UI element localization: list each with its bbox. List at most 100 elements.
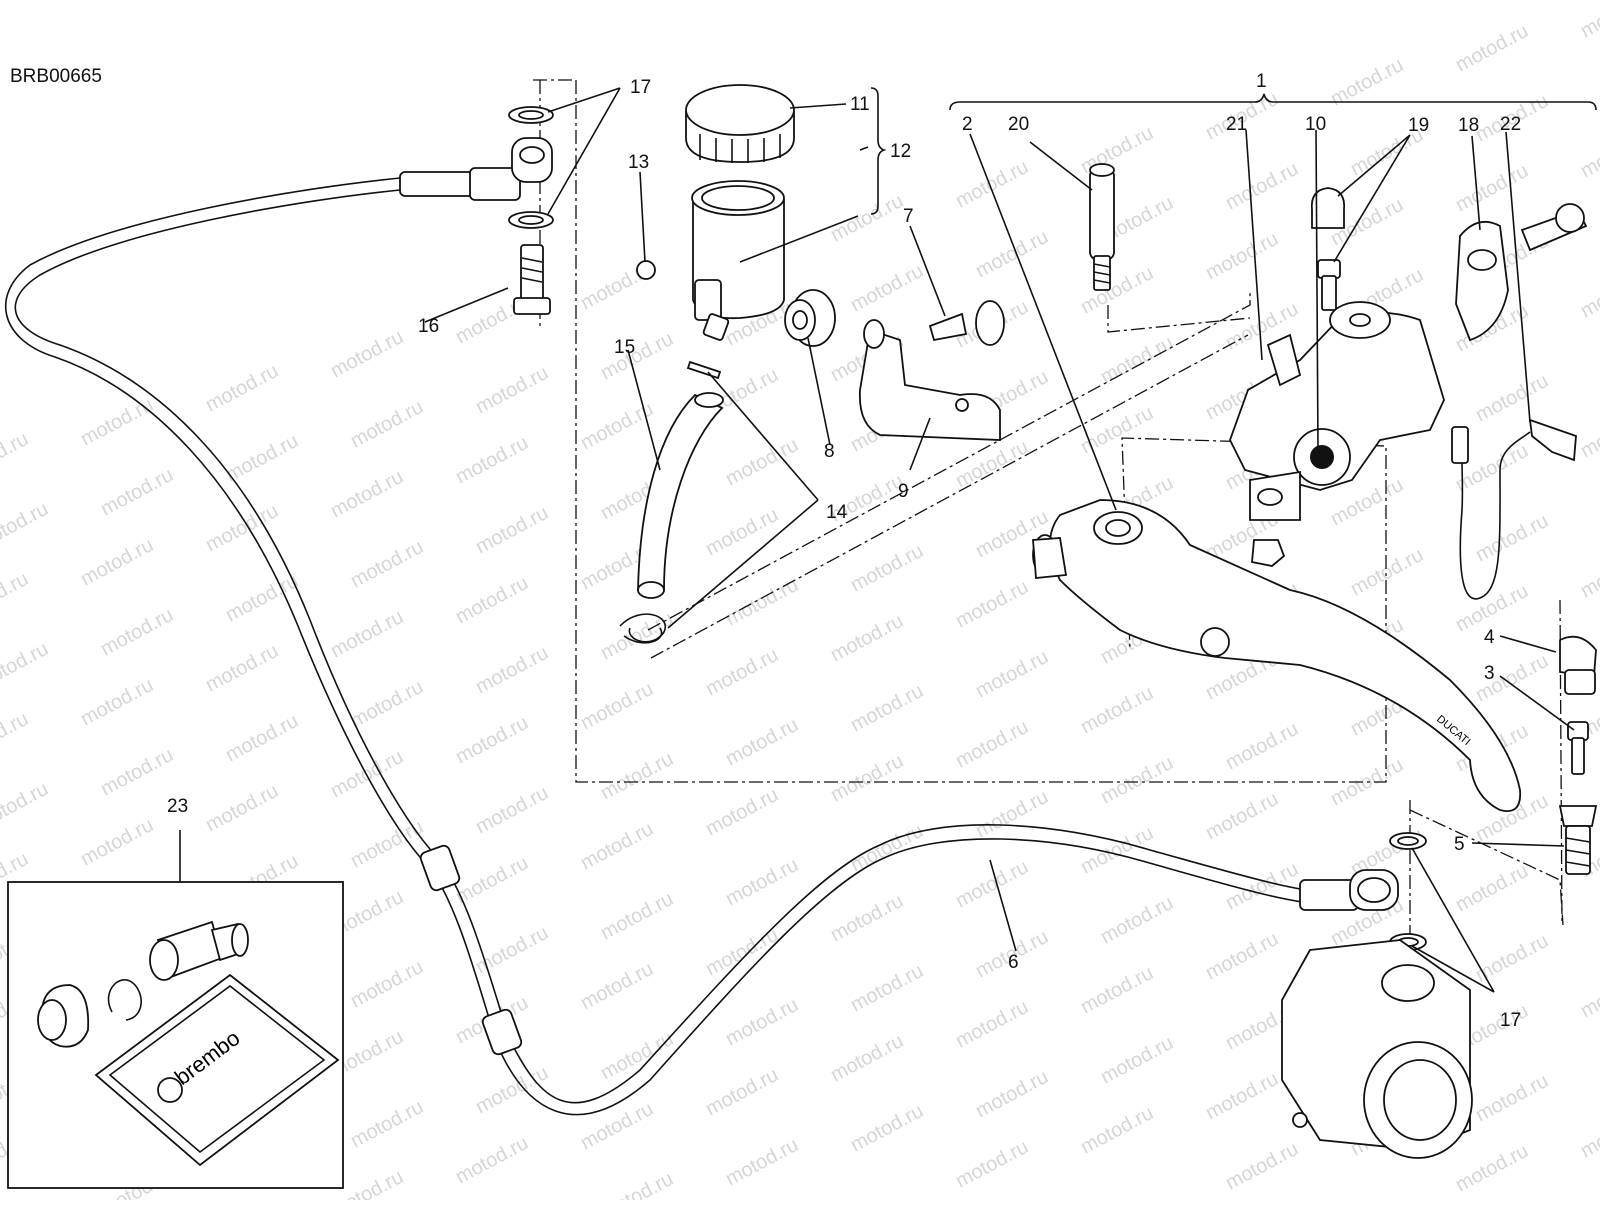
clutch-lever-2: DUCATI — [1032, 499, 1522, 812]
callout-22: 22 — [1500, 114, 1521, 135]
watermark-text: motod.ru — [1202, 928, 1282, 984]
repair-kit-box-23: brembo — [7, 881, 344, 1189]
watermark-text: motod.ru — [827, 890, 907, 946]
watermark-text: motod.ru — [0, 778, 52, 834]
watermark-text: motod.ru — [0, 428, 32, 484]
watermark-text: motod.ru — [597, 888, 677, 944]
watermark-text: motod.ru — [1222, 1138, 1302, 1194]
watermark-text: motod.ru — [722, 854, 802, 910]
watermark-text: motod.ru — [1077, 402, 1157, 458]
watermark-text: motod.ru — [577, 818, 657, 874]
watermark-text: motod.ru — [847, 820, 927, 876]
watermark-text: motod.ru — [347, 1096, 427, 1152]
watermark-text: motod.ru — [77, 394, 157, 450]
callout-2: 2 — [962, 114, 973, 135]
watermark-text: motod.ru — [1077, 262, 1157, 318]
watermark-text: motod.ru — [1472, 930, 1552, 986]
watermark-text: motod.ru — [597, 608, 677, 664]
watermark-text: motod.ru — [952, 156, 1032, 212]
watermark-text: motod.ru — [1472, 1070, 1552, 1126]
watermark-text: motod.ru — [1077, 962, 1157, 1018]
watermark-text: motod.ru — [952, 1136, 1032, 1192]
callout-13: 13 — [628, 152, 649, 173]
watermark-text: motod.ru — [347, 816, 427, 872]
watermark-text: motod.ru — [472, 1062, 552, 1118]
watermark-text: motod.ru — [702, 1064, 782, 1120]
watermark-text: motod.ru — [472, 782, 552, 838]
callout-17-bottom: 17 — [1500, 1010, 1521, 1031]
watermark-text: motod.ru — [327, 326, 407, 382]
watermark-text: motod.ru — [1577, 406, 1600, 462]
callout-18: 18 — [1458, 115, 1479, 136]
watermark-text: motod.ru — [577, 958, 657, 1014]
watermark-text: motod.ru — [452, 852, 532, 908]
watermark-text: motod.ru — [577, 678, 657, 734]
watermark-text: motod.ru — [77, 814, 157, 870]
watermark-text: motod.ru — [702, 784, 782, 840]
watermark-text: motod.ru — [452, 432, 532, 488]
watermark-text: motod.ru — [472, 502, 552, 558]
watermark-text: motod.ru — [1097, 1032, 1177, 1088]
watermark-text: motod.ru — [1452, 20, 1532, 76]
watermark-text: motod.ru — [1577, 1106, 1600, 1162]
watermark-text: motod.ru — [452, 712, 532, 768]
watermark-text: motod.ru — [222, 570, 302, 626]
watermark-text: motod.ru — [952, 436, 1032, 492]
watermark-text: motod.ru — [577, 1098, 657, 1154]
watermark-text: motod.ru — [847, 260, 927, 316]
callout-17-top: 17 — [630, 77, 651, 98]
watermark-text: motod.ru — [577, 398, 657, 454]
watermark-text: motod.ru — [347, 956, 427, 1012]
watermark-text: motod.ru — [222, 430, 302, 486]
watermark-text: motod.ru — [97, 744, 177, 800]
callout-20: 20 — [1008, 114, 1029, 135]
watermark-text: motod.ru — [472, 362, 552, 418]
watermark-text: motod.ru — [327, 606, 407, 662]
callout-5: 5 — [1454, 834, 1465, 855]
upper-banjo-assembly — [508, 106, 554, 315]
watermark-text: motod.ru — [1077, 822, 1157, 878]
watermark-text: motod.ru — [1577, 546, 1600, 602]
diagram-code: BRB00665 — [10, 66, 102, 87]
watermark-text: motod.ru — [1577, 126, 1600, 182]
watermark-text: motod.ru — [1577, 0, 1600, 42]
watermark-text: motod.ru — [722, 434, 802, 490]
watermark-text: motod.ru — [1452, 860, 1532, 916]
watermark-text: motod.ru — [972, 1066, 1052, 1122]
watermark-text: motod.ru — [1077, 1102, 1157, 1158]
watermark-text: motod.ru — [97, 464, 177, 520]
watermark-text: motod.ru — [202, 640, 282, 696]
watermark-text: motod.ru — [452, 572, 532, 628]
watermark-text: motod.ru — [347, 536, 427, 592]
callout-21: 21 — [1226, 114, 1247, 135]
watermark-text: motod.ru — [597, 748, 677, 804]
callout-15: 15 — [614, 337, 635, 358]
callout-3: 3 — [1484, 663, 1495, 684]
watermark-text: motod.ru — [1452, 1140, 1532, 1196]
watermark-text: motod.ru — [972, 226, 1052, 282]
watermark-text: motod.ru — [972, 646, 1052, 702]
leader-lines — [179, 87, 1575, 993]
watermark-text: motod.ru — [327, 466, 407, 522]
master-cylinder-body — [1229, 203, 1588, 567]
watermark-text: motod.ru — [77, 534, 157, 590]
watermark-text: motod.ru — [952, 576, 1032, 632]
switch-fittings — [1558, 635, 1598, 875]
watermark-text: motod.ru — [472, 922, 552, 978]
watermark-text: motod.ru — [202, 360, 282, 416]
watermark-text: motod.ru — [1097, 892, 1177, 948]
watermark-text: motod.ru — [1452, 160, 1532, 216]
callout-7: 7 — [903, 206, 914, 227]
watermark-text: motod.ru — [722, 994, 802, 1050]
callout-6: 6 — [1008, 952, 1019, 973]
watermark-text: motod.ru — [1202, 1068, 1282, 1124]
fluid-reservoir — [636, 84, 795, 341]
watermark-text: motod.ru — [722, 1134, 802, 1190]
watermark-text: motod.ru — [847, 960, 927, 1016]
watermark-text: motod.ru — [472, 642, 552, 698]
watermark-text: motod.ru — [1347, 544, 1427, 600]
watermark-text: motod.ru — [1097, 752, 1177, 808]
watermark-text: motod.ru — [1577, 266, 1600, 322]
callout-11: 11 — [850, 94, 870, 115]
